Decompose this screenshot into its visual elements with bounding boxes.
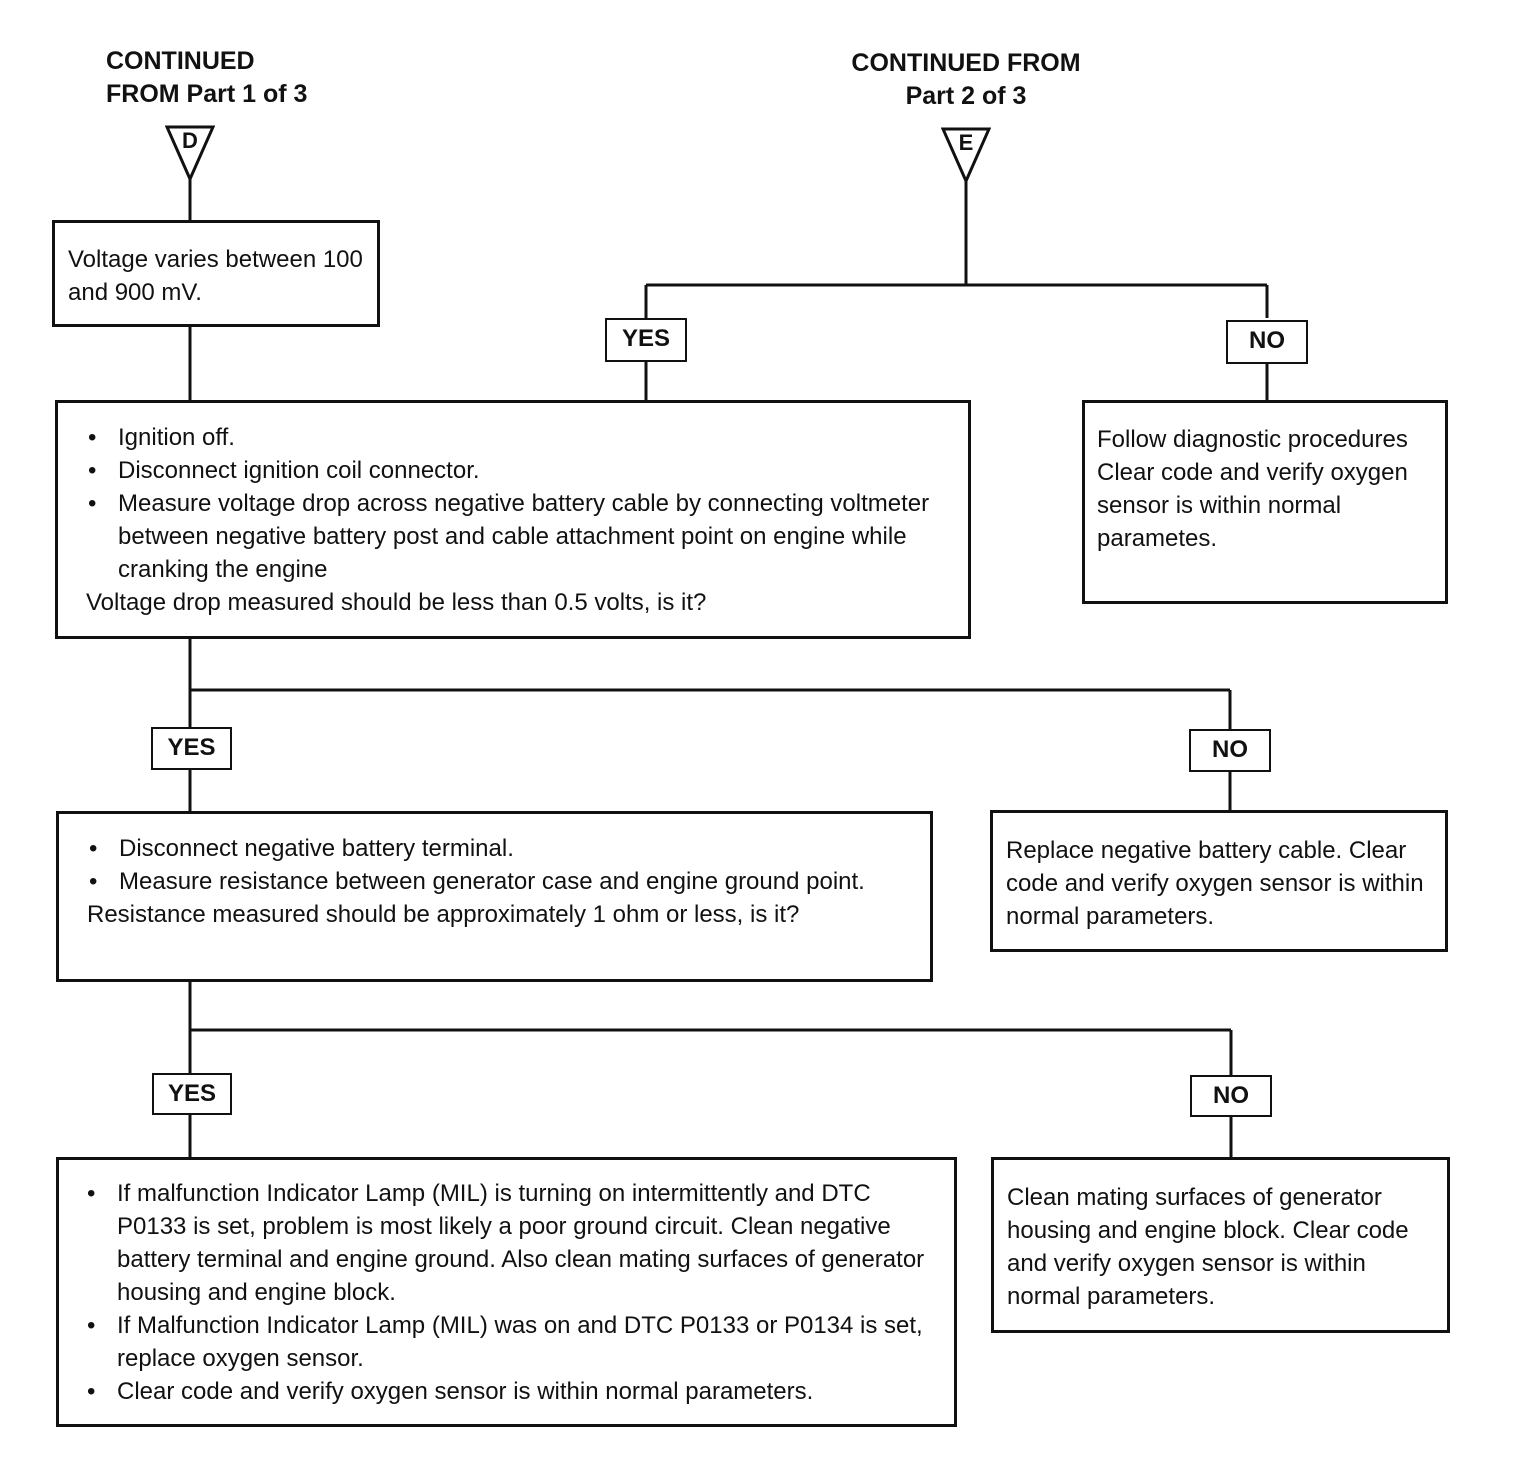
voltage-varies-box: Voltage varies between 100 and 900 mV. (52, 220, 380, 327)
step3-bullet: If Malfunction Indicator Lamp (MIL) was … (85, 1309, 938, 1375)
replace-cable-box: Replace negative battery cable. Clear co… (990, 810, 1448, 952)
final-instructions-box: If malfunction Indicator Lamp (MIL) is t… (56, 1157, 957, 1427)
connector-label: D (182, 128, 198, 153)
follow-diagnostic-box: Follow diagnostic procedures Clear code … (1082, 400, 1448, 604)
continued-from-part1-heading: CONTINUED FROM Part 1 of 3 (106, 45, 307, 111)
replace-cable-text: Replace negative battery cable. Clear co… (1006, 837, 1424, 930)
connector-d: D (164, 124, 216, 184)
heading-line2: Part 2 of 3 (905, 82, 1027, 110)
step1-bullet-list: Ignition off. Disconnect ignition coil c… (86, 421, 954, 586)
step1-yes-tag: YES (151, 727, 232, 770)
follow-diagnostic-text: Follow diagnostic procedures Clear code … (1097, 426, 1408, 552)
step3-bullet-list: If malfunction Indicator Lamp (MIL) is t… (85, 1177, 938, 1408)
step1-no-tag: NO (1189, 729, 1271, 772)
step3-bullet: If malfunction Indicator Lamp (MIL) is t… (85, 1177, 938, 1309)
clean-mating-surfaces-text: Clean mating surfaces of generator housi… (1007, 1184, 1409, 1310)
triangle-icon (940, 127, 992, 185)
step2-question: Resistance measured should be approximat… (87, 901, 800, 928)
connector-label: E (958, 130, 974, 155)
step1-bullet: Ignition off. (86, 421, 954, 454)
heading-line1: CONTINUED (106, 47, 255, 75)
triangle-icon (164, 125, 216, 183)
connector-e: E (940, 126, 992, 186)
resistance-check-box: Disconnect negative battery terminal. Me… (56, 811, 933, 982)
step2-yes-tag: YES (152, 1073, 232, 1115)
step3-bullet: Clear code and verify oxygen sensor is w… (85, 1375, 938, 1408)
continued-from-part2-heading: CONTINUED FROM Part 2 of 3 (840, 47, 1092, 113)
step2-no-tag: NO (1190, 1075, 1272, 1117)
heading-line1: CONTINUED FROM (851, 49, 1081, 77)
step1-bullet: Disconnect ignition coil connector. (86, 454, 954, 487)
heading-line2: FROM Part 1 of 3 (106, 80, 308, 108)
voltage-drop-check-box: Ignition off. Disconnect ignition coil c… (55, 400, 971, 639)
step1-bullet: Measure voltage drop across negative bat… (86, 487, 954, 586)
branch-e-no-tag: NO (1226, 320, 1308, 364)
clean-mating-surfaces-box: Clean mating surfaces of generator housi… (991, 1157, 1450, 1333)
step2-bullet-list: Disconnect negative battery terminal. Me… (87, 832, 916, 898)
branch-e-yes-tag: YES (605, 318, 687, 362)
step1-question: Voltage drop measured should be less tha… (86, 589, 707, 616)
step2-bullet: Disconnect negative battery terminal. (87, 832, 916, 865)
step2-bullet: Measure resistance between generator cas… (87, 865, 916, 898)
voltage-text: Voltage varies between 100 and 900 mV. (68, 246, 363, 306)
